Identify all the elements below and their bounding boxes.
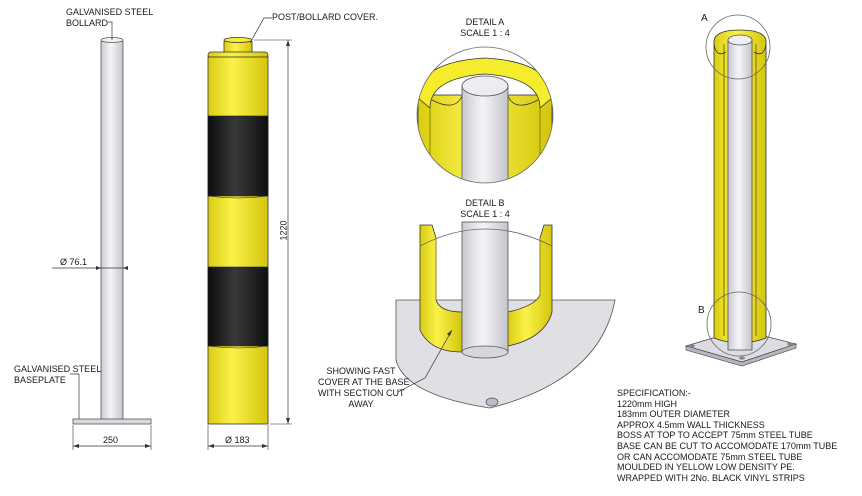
black-stripe-lower: [207, 266, 269, 347]
spec-line: BOSS AT TOP TO ACCEPT 75mm STEEL TUBE: [617, 430, 813, 441]
spec-line: SPECIFICATION:-: [617, 388, 691, 398]
spec-line: 1220mm HIGH: [617, 398, 678, 409]
bollard-cover-label: POST/BOLLARD COVER.: [272, 12, 379, 22]
bollard-cover-view: [207, 17, 292, 450]
iso-detail-a-marker: [705, 14, 771, 80]
detail-a-view: [417, 47, 553, 183]
detail-b-cover-section: [419, 224, 463, 353]
baseplate-leader: [70, 373, 80, 419]
diameter-icon: Ø: [225, 435, 233, 445]
steel-tube: [100, 39, 124, 421]
black-stripe-upper: [207, 115, 269, 197]
spec-line: 183mm OUTER DIAMETER: [617, 409, 731, 420]
bollard-leader: [108, 21, 113, 40]
marker-b-label: B: [698, 305, 705, 316]
spec-line: OR CAN ACCOMODATE 75mm STEEL TUBE: [617, 451, 803, 462]
cover-leader: [249, 17, 272, 44]
spec-line: WRAPPED WITH 2No. BLACK VINYL STRIPS: [617, 472, 805, 483]
iso-detail-b-marker: [706, 291, 772, 357]
section-note-leader: [397, 329, 453, 393]
tube-diameter-label: Ø 76.1: [60, 257, 88, 267]
detail-b-outline-arc: [419, 228, 553, 247]
steel-baseplate: [72, 418, 152, 425]
specification-block: SPECIFICATION:- 1220mm HIGH 183mm OUTER …: [617, 388, 837, 483]
detail-a-steel-tube: [461, 85, 509, 183]
spec-line: BASE CAN BE CUT TO ACCOMODATE 170mm TUBE: [617, 440, 838, 451]
height-label: 1220: [278, 220, 289, 241]
isometric-assembly-view: [684, 14, 798, 367]
detail-b-view: [395, 221, 616, 409]
baseplate-width-label: 250: [103, 435, 119, 445]
cover-diameter-label: Ø 183: [225, 435, 250, 445]
detail-a-outline: [416, 46, 554, 184]
marker-a-label: A: [701, 13, 708, 24]
spec-line: APPROX 4.5mm WALL THICKNESS: [617, 419, 765, 430]
iso-steel-tube: [727, 39, 753, 351]
diameter-icon: Ø: [60, 257, 68, 267]
spec-line: MOULDED IN YELLOW LOW DENSITY PE.: [617, 462, 795, 473]
cover-body: [207, 56, 269, 425]
detail-b-steel-tube: [461, 221, 509, 353]
detail-b-bolt-hole: [485, 397, 499, 407]
steel-bollard-view: [52, 21, 152, 450]
detail-a-tube-top: [461, 75, 509, 97]
